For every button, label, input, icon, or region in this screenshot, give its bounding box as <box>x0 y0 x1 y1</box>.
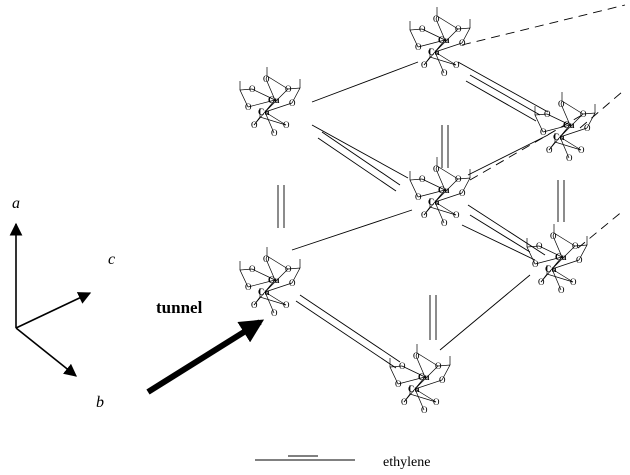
oxygen-atom-label: O <box>415 42 422 52</box>
oxygen-atom-label: O <box>576 255 583 265</box>
oxygen-atom-label: O <box>439 375 446 385</box>
oxygen-atom-label: O <box>435 361 442 371</box>
copper-atom-label: Cu <box>438 185 450 195</box>
oxygen-atom-label: O <box>540 127 547 137</box>
copper-atom-label: Cu <box>428 197 440 207</box>
copper-atom-label: Cu <box>563 120 575 130</box>
copper-atom-label: Cu <box>258 107 270 117</box>
oxygen-atom-label: O <box>421 405 428 415</box>
oxygen-atom-label: O <box>249 264 256 274</box>
tunnel-label: tunnel <box>156 298 203 317</box>
oxygen-atom-label: O <box>544 109 551 119</box>
axis-a-label: a <box>12 195 20 212</box>
oxygen-atom-label: O <box>289 278 296 288</box>
oxygen-atom-label: O <box>578 145 585 155</box>
axis-b-arrow <box>15 327 77 377</box>
oxygen-atom-label: O <box>271 128 278 138</box>
oxygen-atom-label: O <box>566 153 573 163</box>
tunnel-arrow <box>146 319 265 395</box>
oxygen-atom-label: O <box>546 145 553 155</box>
oxygen-atom-label: O <box>251 120 258 130</box>
oxygen-atom-label: O <box>459 38 466 48</box>
oxygen-atom-label: O <box>245 102 252 112</box>
oxygen-atom-label: O <box>415 192 422 202</box>
copper-atom-label: Cu <box>418 372 430 382</box>
oxygen-atom-label: O <box>433 164 440 174</box>
axis-triad <box>9 222 92 377</box>
oxygen-atom-label: O <box>532 259 539 269</box>
oxygen-atom-label: O <box>245 282 252 292</box>
axis-b-label: b <box>96 394 104 411</box>
oxygen-atom-label: O <box>441 68 448 78</box>
oxygen-atom-label: O <box>572 241 579 251</box>
oxygen-atom-label: O <box>453 210 460 220</box>
oxygen-atom-label: O <box>289 98 296 108</box>
copper-atom-label: Cu <box>268 275 280 285</box>
oxygen-atom-label: O <box>419 174 426 184</box>
oxygen-atom-label: O <box>421 210 428 220</box>
oxygen-atom-label: O <box>538 277 545 287</box>
oxygen-atom-label: O <box>558 99 565 109</box>
framework-edges <box>291 61 549 351</box>
oxygen-atom-label: O <box>433 14 440 24</box>
oxygen-atom-label: O <box>459 188 466 198</box>
oxygen-atom-label: O <box>580 109 587 119</box>
ethylene-links <box>277 74 565 369</box>
dashed-edges <box>461 4 626 249</box>
oxygen-atom-label: O <box>453 60 460 70</box>
copper-atom-label: Cu <box>428 47 440 57</box>
oxygen-atom-label: O <box>570 277 577 287</box>
oxygen-atom-label: O <box>455 24 462 34</box>
oxygen-atom-label: O <box>413 351 420 361</box>
oxygen-atom-label: O <box>401 397 408 407</box>
axis-c-label: c <box>108 251 115 268</box>
oxygen-atom-label: O <box>558 285 565 295</box>
copper-atom-label: Cu <box>438 35 450 45</box>
copper-atom-label: Cu <box>408 384 420 394</box>
oxygen-atom-label: O <box>249 84 256 94</box>
oxygen-atom-label: O <box>271 308 278 318</box>
copper-atom-label: Cu <box>258 287 270 297</box>
copper-atom-label: Cu <box>268 95 280 105</box>
oxygen-atom-label: O <box>455 174 462 184</box>
axis-c-arrow <box>15 292 92 329</box>
oxygen-atom-label: O <box>283 300 290 310</box>
oxygen-atom-label: O <box>550 231 557 241</box>
oxygen-atom-label: O <box>419 24 426 34</box>
oxygen-atom-label: O <box>536 241 543 251</box>
oxygen-atom-label: O <box>441 218 448 228</box>
oxygen-atom-label: O <box>263 254 270 264</box>
copper-atom-label: Cu <box>555 252 567 262</box>
oxygen-atom-label: O <box>584 123 591 133</box>
oxygen-atom-label: O <box>285 84 292 94</box>
oxygen-atom-label: O <box>285 264 292 274</box>
oxygen-atom-label: O <box>251 300 258 310</box>
oxygen-atom-label: O <box>421 60 428 70</box>
legend <box>255 455 355 461</box>
copper-atom-label: Cu <box>545 264 557 274</box>
oxygen-atom-label: O <box>433 397 440 407</box>
oxygen-atom-label: O <box>399 361 406 371</box>
oxygen-atom-label: O <box>395 379 402 389</box>
legend-ethylene-label: ethylene <box>383 455 430 470</box>
copper-atom-label: Cu <box>553 132 565 142</box>
oxygen-atom-label: O <box>263 74 270 84</box>
oxygen-atom-label: O <box>283 120 290 130</box>
